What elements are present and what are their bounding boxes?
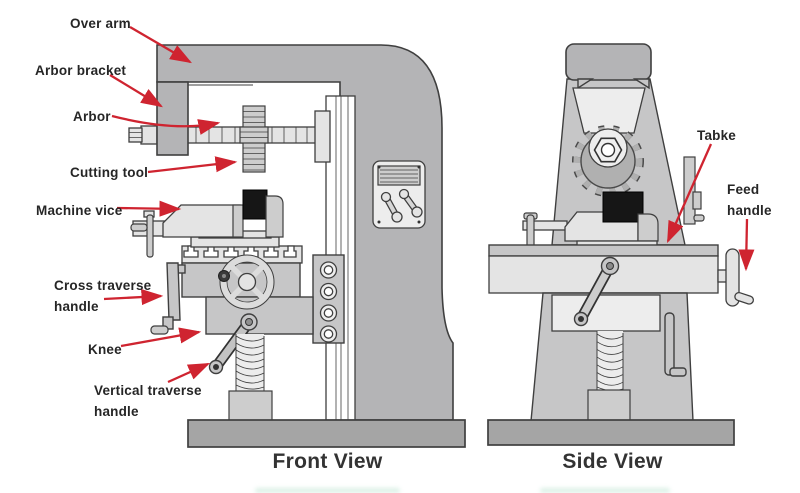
front-elevating-screw: [228, 334, 273, 422]
caption-front-view: Front View: [272, 450, 383, 473]
vice-workpiece: [242, 189, 268, 220]
arrow-cutting-tool: [147, 156, 238, 174]
label-knee: Knee: [88, 342, 122, 357]
front-machine-vice: [130, 189, 284, 258]
front-arbor-support: [314, 110, 331, 163]
front-cutting-tool: [239, 105, 269, 173]
side-view-drawing: [487, 43, 755, 446]
side-cutter: [572, 125, 644, 197]
panel-lever-left: [380, 191, 403, 223]
label-over-arm: Over arm: [70, 16, 131, 31]
caption-side-view: Side View: [562, 450, 663, 473]
front-base: [187, 419, 466, 448]
side-elevating-screw: [587, 331, 631, 422]
label-arbor-bracket: Arbor bracket: [35, 63, 127, 78]
arrow-arbor-bracket: [109, 74, 163, 108]
arrow-machine-vice: [116, 200, 182, 217]
arrow-cross-traverse-handle: [103, 288, 164, 306]
front-frame: [156, 44, 454, 421]
front-table: [181, 245, 303, 264]
front-cross-traverse-handle: [150, 262, 186, 335]
front-view-drawing: [128, 44, 466, 448]
side-head-cap: [565, 43, 652, 90]
front-vertical-traverse-handle: [208, 313, 258, 375]
side-crank-handle: [573, 256, 620, 327]
arrow-arbor: [111, 114, 221, 135]
arrow-table: [666, 143, 713, 244]
arrow-knee: [120, 327, 202, 348]
front-clamp-bracket: [312, 254, 345, 344]
arrow-vertical-traverse-handle: [167, 362, 211, 384]
front-arbor-bracket: [156, 81, 189, 156]
label-machine-vice: Machine vice: [36, 203, 123, 218]
callout-arrows: [103, 26, 755, 384]
panel-lever-right: [398, 188, 423, 218]
vice-screw-handle: [130, 210, 155, 258]
side-arbor-nut: [593, 137, 623, 163]
arrow-over-arm: [129, 26, 192, 64]
label-cutting-tool: Cutting tool: [70, 165, 149, 180]
front-control-panel: [372, 160, 426, 229]
side-base: [487, 419, 735, 446]
label-feed-handle: Feed handle: [727, 182, 772, 218]
label-arbor: Arbor: [73, 109, 111, 124]
side-machine-vice: [522, 191, 659, 255]
front-handwheel: [218, 254, 275, 310]
side-vice-workpiece: [602, 191, 644, 223]
bottom-artifact-left: [255, 488, 400, 493]
bottom-artifact-right: [540, 488, 670, 493]
label-vertical-traverse-handle: Vertical traverse handle: [94, 383, 202, 419]
label-cross-traverse-handle: Cross traverse handle: [54, 278, 152, 314]
label-table: Tabke: [697, 128, 737, 143]
side-feed-handle: [717, 248, 755, 307]
arrow-feed-handle: [738, 218, 755, 272]
side-yoke: [572, 87, 646, 134]
